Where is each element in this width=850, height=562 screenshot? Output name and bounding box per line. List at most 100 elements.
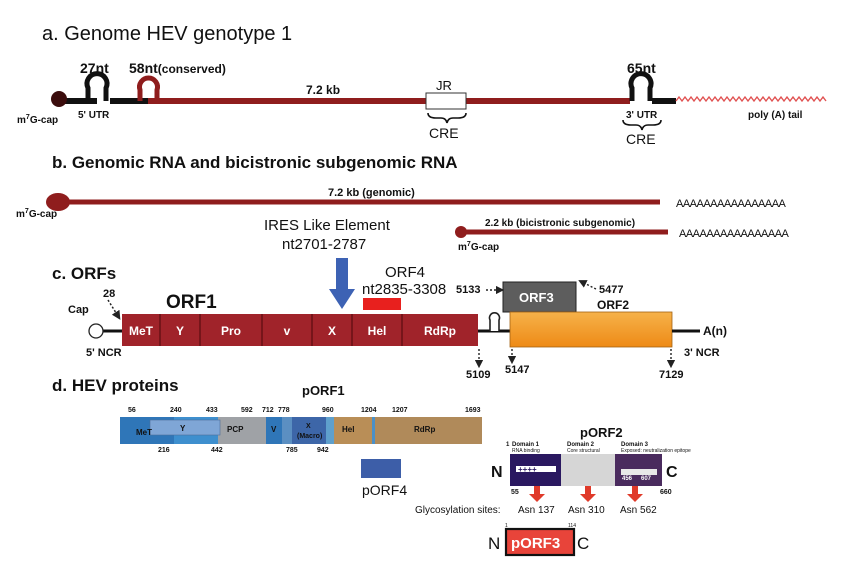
porf4-box <box>361 459 401 478</box>
porf2-pos-456: 456 <box>622 476 633 482</box>
orf1-domain-label: MeT <box>129 324 154 338</box>
porf1-hel <box>334 417 372 444</box>
glyco-arrow-562-icon <box>627 486 643 502</box>
subgenomic-cap <box>455 226 467 238</box>
stem-loop-58nt-icon <box>137 75 160 101</box>
glyco-arrow-310-icon <box>580 486 596 502</box>
cap-dot <box>51 91 67 107</box>
label-porf3: pORF3 <box>511 535 560 552</box>
dom3-sub: Exposed: neutralization epitope <box>621 448 691 454</box>
porf3-box <box>504 527 576 557</box>
d-dom-met: MeT <box>136 428 152 437</box>
pos-7129: 7129 <box>659 369 683 381</box>
p3-pos-114: 114 <box>568 523 576 529</box>
orf3-box <box>502 281 577 313</box>
porf1-rdrp <box>375 417 482 444</box>
orf1-domain-label: X <box>328 324 336 338</box>
porf1-top-num: 960 <box>322 407 334 414</box>
porf1-bottom-num: 442 <box>211 447 223 454</box>
label-an: A(n) <box>703 324 727 338</box>
section-a-title: a. Genome HEV genotype 1 <box>42 23 292 45</box>
jr-box <box>425 92 467 110</box>
pos-5147: 5147 <box>505 364 529 376</box>
section-d-title: d. HEV proteins <box>52 376 179 395</box>
porf1-bottom-num: 942 <box>317 447 329 454</box>
d-dom-rdrp: RdRp <box>414 425 435 434</box>
porf1-top-num: 778 <box>278 407 290 414</box>
svg-text:m7G-cap: m7G-cap <box>16 208 57 220</box>
porf2-c: C <box>666 464 678 481</box>
stem-loop-65nt-icon <box>628 71 654 101</box>
label-porf1: pORF1 <box>302 383 345 398</box>
porf1-v <box>266 417 282 444</box>
porf1-bottom-num: 216 <box>158 447 170 454</box>
cap-g-b: G-cap <box>29 209 57 220</box>
label-genomic: 7.2 kb (genomic) <box>328 187 415 199</box>
label-length-a: 7.2 kb <box>306 83 340 97</box>
porf2-pos-660: 660 <box>660 489 672 496</box>
label-jr: JR <box>436 78 452 93</box>
cap-g-b2: G-cap <box>471 242 499 253</box>
section-c-title: c. ORFs <box>52 264 116 283</box>
genomic-cap <box>46 193 70 211</box>
cre-brace <box>427 112 467 124</box>
cap-circle <box>88 323 104 339</box>
d-dom-pcp: PCP <box>227 425 244 434</box>
poly-a-b2: AAAAAAAAAAAAAAAA <box>679 228 790 240</box>
label-cre-3: CRE <box>626 131 656 147</box>
label-glyco: Glycosylation sites: <box>415 505 501 516</box>
label-ires-2: nt2701-2787 <box>282 236 366 253</box>
label-utr3-a: 3' UTR <box>626 110 658 121</box>
glyco-arrow-137-icon <box>529 486 545 502</box>
label-asn137: Asn 137 <box>518 505 555 516</box>
porf1-x <box>292 417 326 444</box>
cap-m-b: m <box>16 209 25 220</box>
porf1-y <box>149 419 221 436</box>
d-dom-x: X <box>306 423 311 430</box>
dom1-sub: RNA binding <box>512 448 540 454</box>
d-dom-macro: (Macro) <box>297 433 322 440</box>
porf1-top-num: 433 <box>206 407 218 414</box>
porf1-top-num: 240 <box>170 407 182 414</box>
porf1-bottom-positions: 216 442 785 942 <box>158 447 329 454</box>
p3-pos-1: 1 <box>505 523 508 529</box>
porf1-top-num: 592 <box>241 407 253 414</box>
label-orf3: ORF3 <box>519 290 554 305</box>
label-utr5-a: 5' UTR <box>78 110 110 121</box>
pos-5133: 5133 <box>456 284 480 296</box>
label-orf1: ORF1 <box>166 292 217 313</box>
plus-signs: ++++ <box>518 465 537 474</box>
porf3-c: C <box>577 534 589 553</box>
porf3-n: N <box>488 534 500 553</box>
poly-a-b1: AAAAAAAAAAAAAAAA <box>676 198 787 210</box>
label-asn310: Asn 310 <box>568 505 605 516</box>
cap-sup-a: 7 <box>26 114 30 121</box>
porf2-n: N <box>491 464 503 481</box>
label-poly-a: poly (A) tail <box>748 110 803 121</box>
svg-text:58nt(conserved): 58nt(conserved) <box>129 60 226 76</box>
orf1-domain-label: Pro <box>221 324 241 338</box>
cap-sup-b2: 7 <box>467 241 471 248</box>
label-ires-1: IRES Like Element <box>264 217 391 234</box>
svg-text:m7G-cap: m7G-cap <box>17 114 58 126</box>
porf2-pos-55: 55 <box>511 489 519 496</box>
label-cre: CRE <box>429 125 459 141</box>
porf2-domain2 <box>561 454 615 486</box>
label-orf4-2: nt2835-3308 <box>362 281 446 298</box>
label-asn562: Asn 562 <box>620 505 657 516</box>
porf1-bottom-num: 785 <box>286 447 298 454</box>
label-orf2: ORF2 <box>597 298 629 312</box>
sg-promoter-loop-icon <box>488 312 501 331</box>
ires-arrow-icon <box>329 258 355 309</box>
porf1-top-num: 1204 <box>361 407 377 414</box>
orf2-box <box>509 311 673 348</box>
section-b-title: b. Genomic RNA and bicistronic subgenomi… <box>52 153 458 172</box>
label-ncr5: 5' NCR <box>86 347 122 359</box>
d-dom-y: Y <box>180 424 186 433</box>
orf1-domain-label: v <box>284 324 291 338</box>
orf1-domain-label: Hel <box>368 324 387 338</box>
orf1-bar <box>122 314 478 346</box>
label-cap: Cap <box>68 304 89 316</box>
